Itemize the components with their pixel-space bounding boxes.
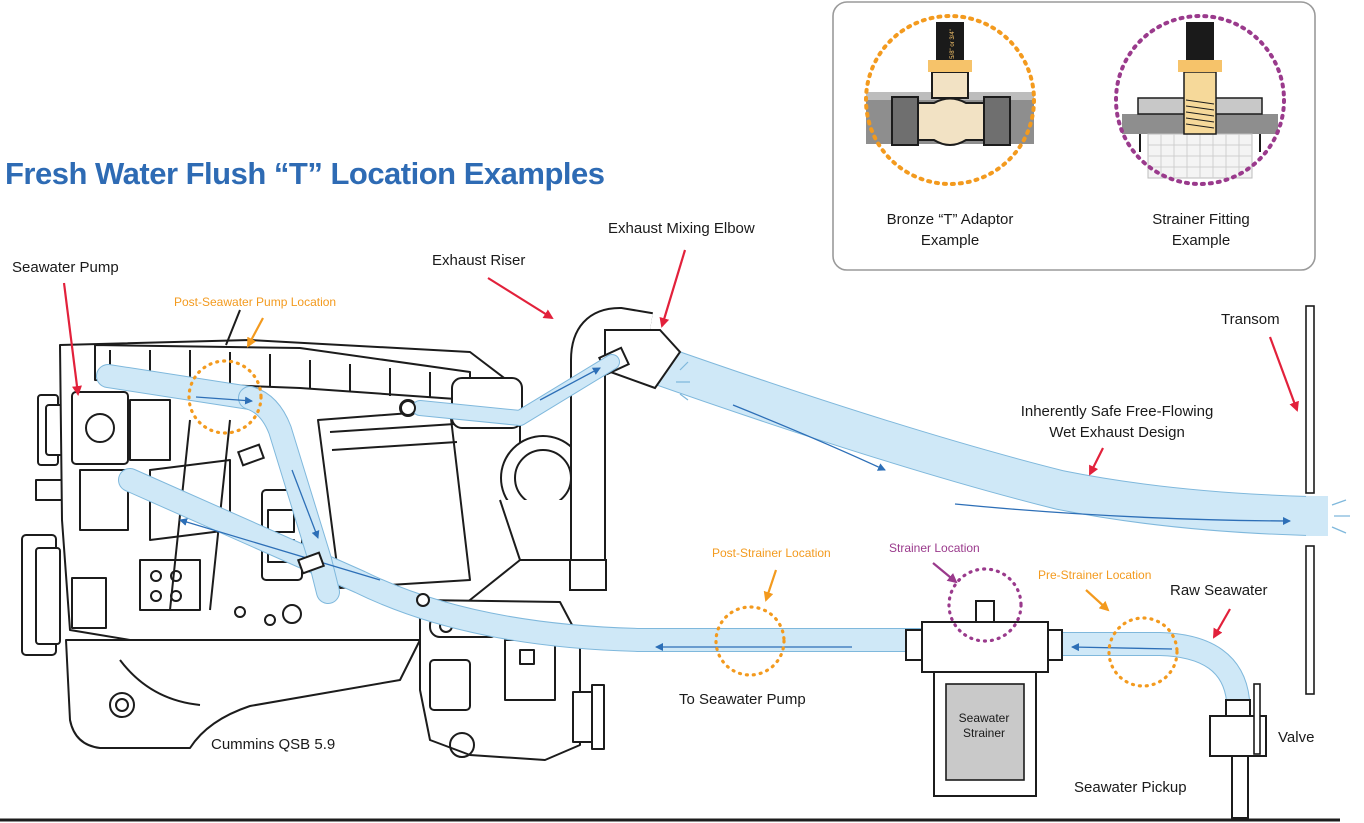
strainer-fitting-caption-line1: Strainer Fitting — [1152, 211, 1250, 228]
label-post-strainer-location: Post-Strainer Location — [712, 546, 831, 560]
label-to-seawater-pump: To Seawater Pump — [679, 691, 806, 708]
label-pre-strainer-location: Pre-Strainer Location — [1038, 568, 1151, 582]
transom-arrow — [1268, 336, 1299, 412]
wet-exhaust-hose — [630, 342, 1350, 536]
label-engine-model: Cummins QSB 5.9 — [211, 736, 335, 753]
bronze-t-adaptor-illustration: 5/8" or 3/4" — [864, 14, 1036, 186]
seawater-pump-arrow — [62, 282, 82, 396]
label-post-seawater-pump-location: Post-Seawater Pump Location — [174, 295, 336, 309]
post-seawater-pump-arrow — [247, 317, 264, 348]
label-wet-exhaust-line2: Wet Exhaust Design — [1049, 424, 1185, 441]
post-strainer-arrow — [763, 569, 778, 602]
strainer-label-line1: Seawater — [959, 711, 1010, 725]
label-valve: Valve — [1278, 729, 1314, 746]
bronze-t-caption-line1: Bronze “T” Adaptor — [887, 211, 1014, 228]
label-raw-seawater: Raw Seawater — [1170, 582, 1268, 599]
wet-exhaust-arrow — [1089, 447, 1104, 476]
pre-strainer-ring — [1107, 616, 1179, 688]
label-seawater-pump: Seawater Pump — [12, 259, 119, 276]
mixing-elbow-arrow — [659, 249, 687, 328]
seawater-pickup-valve — [1209, 683, 1267, 819]
inset-examples-panel: 5/8" or 3/4" Bronze “T” Adaptor Example … — [832, 1, 1316, 271]
label-strainer-location: Strainer Location — [889, 541, 980, 555]
label-exhaust-riser: Exhaust Riser — [432, 252, 525, 269]
label-seawater-pickup: Seawater Pickup — [1074, 779, 1187, 796]
post-strainer-ring — [714, 605, 786, 677]
transom — [1305, 305, 1315, 695]
strainer-location-ring — [947, 567, 1023, 643]
bronze-t-caption-line2: Example — [921, 232, 979, 249]
label-wet-exhaust-line1: Inherently Safe Free-Flowing — [1021, 403, 1214, 420]
strainer-fitting-illustration — [1114, 14, 1286, 186]
label-transom: Transom — [1221, 311, 1280, 328]
seawater-strainer: Seawater Strainer — [905, 600, 1250, 797]
strainer-location-arrow — [932, 562, 958, 584]
exhaust-riser-arrow — [487, 277, 554, 320]
post-seawater-pump-ring — [187, 359, 263, 435]
strainer-fitting-caption-line2: Example — [1172, 232, 1230, 249]
pre-strainer-arrow — [1085, 589, 1110, 612]
raw-seawater-arrow — [1213, 608, 1231, 639]
strainer-label-line2: Strainer — [963, 726, 1005, 740]
raw-water-hoses — [96, 354, 932, 652]
page-title: Fresh Water Flush “T” Location Examples — [5, 156, 604, 191]
label-exhaust-mixing-elbow: Exhaust Mixing Elbow — [608, 220, 755, 237]
hose-size-tag: 5/8" or 3/4" — [950, 29, 956, 59]
exhaust-riser — [569, 306, 653, 591]
engine-cummins-qsb — [21, 309, 605, 761]
